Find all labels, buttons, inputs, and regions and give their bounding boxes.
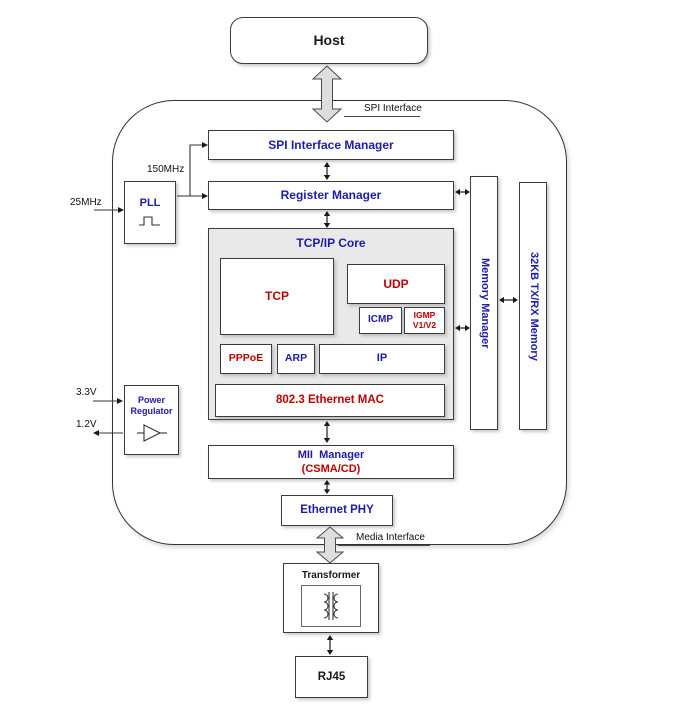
- power-output-label: 1.2V: [76, 419, 97, 430]
- spi-interface-manager-label: SPI Interface Manager: [268, 137, 394, 152]
- arrow-core-mii-icon: [323, 421, 331, 443]
- power-regulator-label-line2: Regulator: [130, 406, 173, 416]
- memory-manager-label: Memory Manager: [478, 257, 491, 349]
- igmp-label-line2: V1/V2: [412, 319, 437, 330]
- rj45-box: RJ45: [295, 656, 368, 698]
- arp-label: ARP: [284, 352, 308, 365]
- icmp-label: ICMP: [368, 314, 393, 326]
- txrx-memory-label: 32KB TX/RX Memory: [527, 251, 540, 361]
- power-input-wire-icon: [93, 398, 123, 404]
- pppoe-label: PPPoE: [228, 352, 264, 365]
- ip-label: IP: [376, 352, 388, 365]
- arrow-regmgr-core-icon: [323, 211, 331, 228]
- ethernet-mac-box: 802.3 Ethernet MAC: [215, 384, 445, 417]
- tcp-label: TCP: [265, 289, 289, 303]
- udp-box: UDP: [347, 264, 445, 304]
- power-output-wire-icon: [93, 430, 123, 436]
- memory-manager-box: Memory Manager: [470, 176, 498, 430]
- arrow-core-memmgr-icon: [455, 324, 470, 332]
- power-regulator-box: Power Regulator: [124, 385, 179, 455]
- ethernet-phy-box: Ethernet PHY: [281, 495, 393, 526]
- spi-interface-manager-box: SPI Interface Manager: [208, 130, 454, 160]
- register-manager-label: Register Manager: [280, 188, 382, 202]
- spi-bus-arrow-icon: [311, 65, 343, 123]
- arrow-mii-phy-icon: [323, 480, 331, 494]
- media-interface-leader-line: [338, 545, 430, 546]
- register-manager-box: Register Manager: [208, 181, 454, 210]
- transformer-box: Transformer: [283, 563, 379, 633]
- mii-manager-label: MII Manager: [297, 448, 365, 461]
- power-input-label: 3.3V: [76, 387, 97, 398]
- mii-manager-box: MII Manager (CSMA/CD): [208, 445, 454, 479]
- arrow-spimgr-regmgr-icon: [323, 162, 331, 180]
- txrx-memory-box: 32KB TX/RX Memory: [519, 182, 547, 430]
- tcp-box: TCP: [220, 258, 334, 335]
- transformer-label: Transformer: [301, 570, 361, 581]
- arrow-regmgr-memmgr-icon: [455, 188, 470, 196]
- internal-clock-label: 150MHz: [147, 164, 185, 175]
- csma-cd-label: (CSMA/CD): [301, 463, 361, 475]
- tcpip-core-title: TCP/IP Core: [296, 236, 366, 250]
- ethernet-phy-label: Ethernet PHY: [300, 504, 374, 517]
- ip-box: IP: [319, 344, 445, 374]
- pppoe-box: PPPoE: [220, 344, 272, 374]
- igmp-box: IGMP V1/V2: [404, 307, 445, 334]
- pll-label: PLL: [139, 196, 161, 209]
- host-box: Host: [230, 17, 428, 64]
- pll-clock-wires-icon: [177, 142, 208, 199]
- transformer-symbol-frame: [301, 584, 361, 627]
- spi-interface-leader-line: [344, 116, 420, 117]
- icmp-box: ICMP: [359, 307, 402, 334]
- pll-box: PLL: [124, 181, 176, 244]
- power-regulator-label-line1: Power: [137, 395, 165, 406]
- arp-box: ARP: [277, 344, 315, 374]
- arrow-transformer-rj45-icon: [326, 635, 334, 655]
- input-clock-label: 25MHz: [70, 197, 102, 208]
- regulator-opamp-icon: [136, 423, 167, 442]
- host-label: Host: [313, 31, 345, 48]
- arrow-memmgr-memory-icon: [499, 296, 518, 304]
- media-interface-label: Media Interface: [356, 532, 425, 543]
- rj45-label: RJ45: [317, 670, 346, 683]
- clock-wave-icon: [139, 216, 160, 226]
- input-clock-wire-icon: [94, 207, 124, 213]
- spi-interface-label: SPI Interface: [364, 103, 422, 114]
- transformer-coils-icon: [323, 591, 339, 620]
- udp-label: UDP: [383, 276, 409, 291]
- ethernet-mac-label: 802.3 Ethernet MAC: [275, 394, 384, 407]
- igmp-label-line1: IGMP: [413, 309, 436, 320]
